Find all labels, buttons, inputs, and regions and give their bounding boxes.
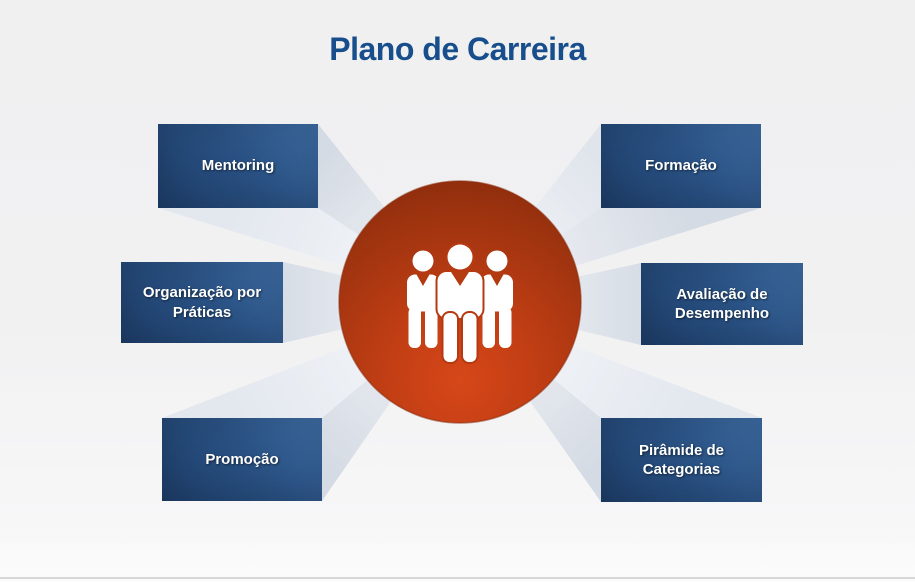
page-title: Plano de Carreira [329,31,586,67]
people-group-icon [407,242,513,364]
node-label: Pirâmide de Categorias [638,441,725,479]
node-label: Avaliação de Desempenho [674,285,770,323]
node-promocao: Promoção [162,418,322,501]
bottom-edge-line [0,577,915,579]
person-center-icon [435,242,485,364]
person-left-icon [407,250,439,348]
node-avaliacao-de-desempenho: Avaliação de Desempenho [641,263,803,345]
node-mentoring: Mentoring [158,124,318,208]
node-piramide-de-categorias: Pirâmide de Categorias [601,418,762,502]
node-label: Organização por Práticas [142,284,262,321]
person-right-icon [481,250,513,348]
node-label: Mentoring [201,157,275,175]
node-label: Formação [645,157,717,175]
node-formacao: Formação [601,124,761,208]
node-organizacao-por-praticas: Organização por Práticas [121,262,283,343]
node-label: Promoção [205,450,279,468]
